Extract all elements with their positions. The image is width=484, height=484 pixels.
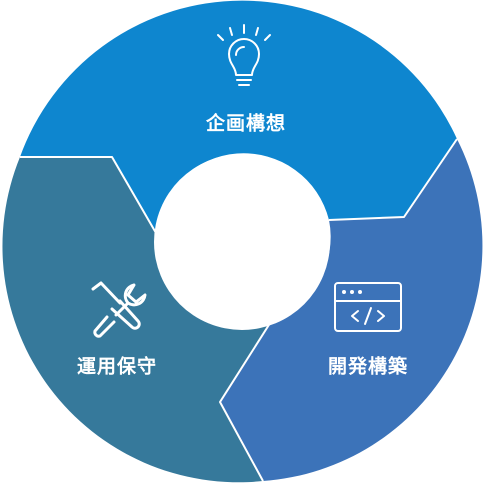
- segment-label-plan: 企画構想: [205, 112, 287, 135]
- tools-icon: [91, 281, 147, 338]
- lightbulb-icon: [217, 24, 271, 86]
- segment-label-ops: 運用保守: [76, 355, 158, 378]
- code-window-icon: [334, 282, 402, 332]
- segment-dividers: [20, 138, 458, 482]
- segment-plan: [20, 0, 457, 234]
- segment-label-build: 開発構築: [327, 355, 409, 378]
- segment-build: [220, 139, 483, 481]
- center-hole: [154, 154, 330, 330]
